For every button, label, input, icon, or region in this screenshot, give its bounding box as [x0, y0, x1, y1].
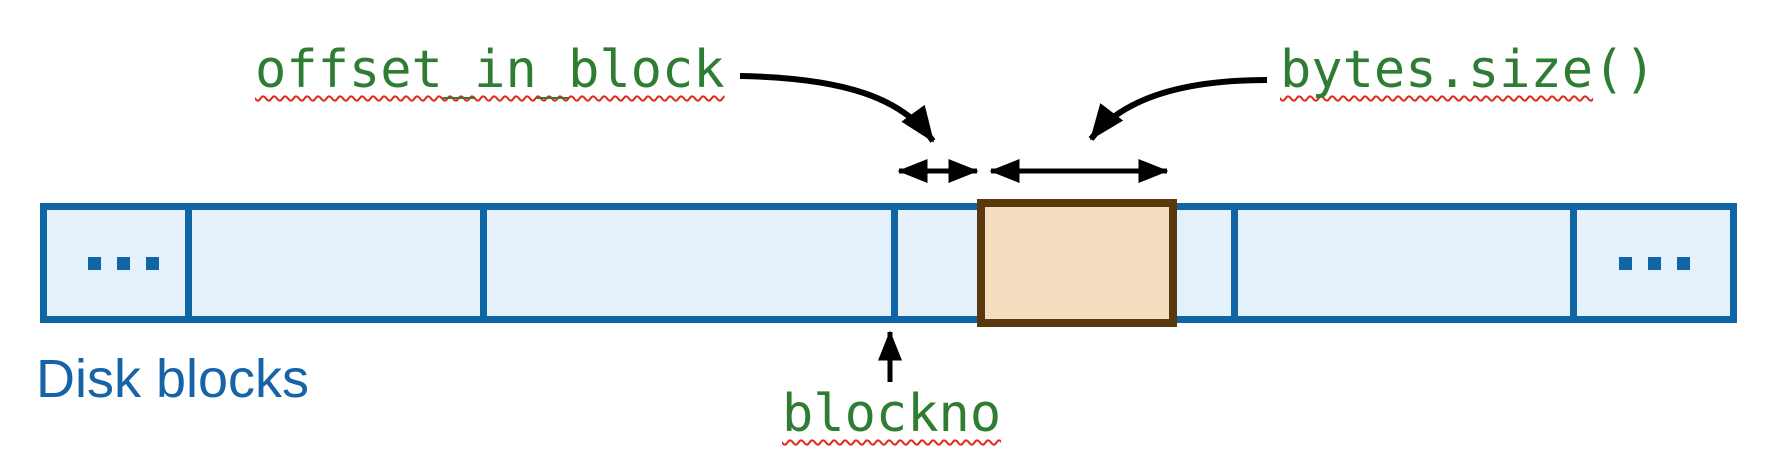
ellipsis-dot [88, 257, 101, 270]
ellipsis-dot [146, 257, 159, 270]
ellipsis-dot [1648, 257, 1661, 270]
block-divider-4 [1231, 210, 1238, 316]
ellipsis-icon-left [88, 257, 159, 270]
block-divider-5 [1570, 210, 1577, 316]
ellipsis-icon-right [1619, 257, 1690, 270]
written-bytes-region [977, 199, 1177, 327]
block-divider-3 [891, 210, 898, 316]
bytes-size-parens: () [1593, 40, 1656, 100]
disk-blocks-caption: Disk blocks [36, 349, 310, 409]
bytes-size-label: bytes.size() [1280, 44, 1656, 96]
bytes-size-text: bytes.size [1280, 40, 1594, 100]
disk-block-band [40, 203, 1737, 323]
blockno-text: blockno [782, 384, 1002, 444]
ellipsis-dot [1619, 257, 1632, 270]
block-divider-2 [480, 210, 487, 316]
bytes-size-pointer-arrow [1088, 77, 1268, 141]
offset-in-block-text: offset_in_block [255, 40, 725, 100]
ellipsis-dot [1677, 257, 1690, 270]
ellipsis-dot [117, 257, 130, 270]
offset-in-block-label: offset_in_block [255, 44, 725, 96]
block-divider-1 [185, 210, 192, 316]
offset-pointer-arrow [739, 73, 936, 143]
blockno-label: blockno [782, 388, 1001, 440]
